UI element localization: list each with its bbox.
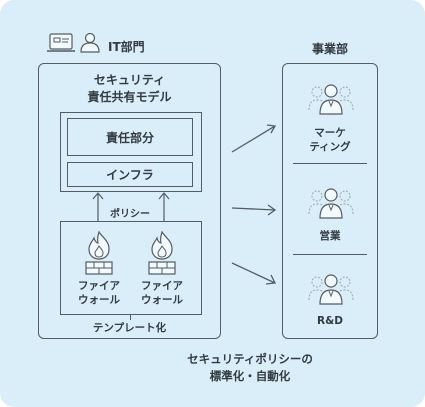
team-icon	[308, 188, 354, 219]
team-icon	[308, 84, 354, 115]
policy-label: ポリシー	[102, 205, 158, 220]
department-marketing-line1: マーケ	[314, 127, 346, 139]
responsibility-stack	[60, 112, 202, 192]
distribution-arrows	[231, 124, 277, 285]
department-rnd-label: R&D	[317, 315, 343, 327]
department-divider	[293, 163, 367, 164]
department-sales-label: 営業	[319, 230, 341, 242]
firewall-label-line1: ファイア	[141, 280, 183, 292]
it-admin-icon	[47, 32, 100, 53]
template-connector	[130, 314, 131, 320]
it-department-box	[38, 63, 221, 339]
model-title-line1: セキュリティ	[93, 73, 166, 87]
team-icon	[308, 274, 354, 305]
caption-line1: セキュリティポリシーの	[187, 352, 313, 366]
firewall-label-line2: ウォール	[78, 294, 120, 306]
firewall-label-line1: ファイア	[78, 280, 120, 292]
firewall-label-line2: ウォール	[141, 294, 183, 306]
it-department-label: IT部門	[108, 40, 145, 54]
department-marketing-line2: ティング	[309, 141, 351, 153]
infra-box: インフラ	[67, 162, 193, 187]
caption-line2: 標準化・自動化	[209, 369, 291, 383]
model-title-line2: 責任共有モデル	[87, 90, 172, 104]
template-label: テンプレート化	[92, 322, 167, 334]
responsibility-box: 責任部分	[67, 118, 193, 156]
firewall-icon	[148, 230, 176, 275]
firewall-box	[60, 221, 202, 315]
business-division-label: 事業部	[311, 42, 348, 56]
policy-arrows	[92, 192, 170, 221]
business-division-box	[282, 63, 378, 339]
department-divider	[293, 254, 367, 255]
firewall-icon	[85, 230, 113, 275]
